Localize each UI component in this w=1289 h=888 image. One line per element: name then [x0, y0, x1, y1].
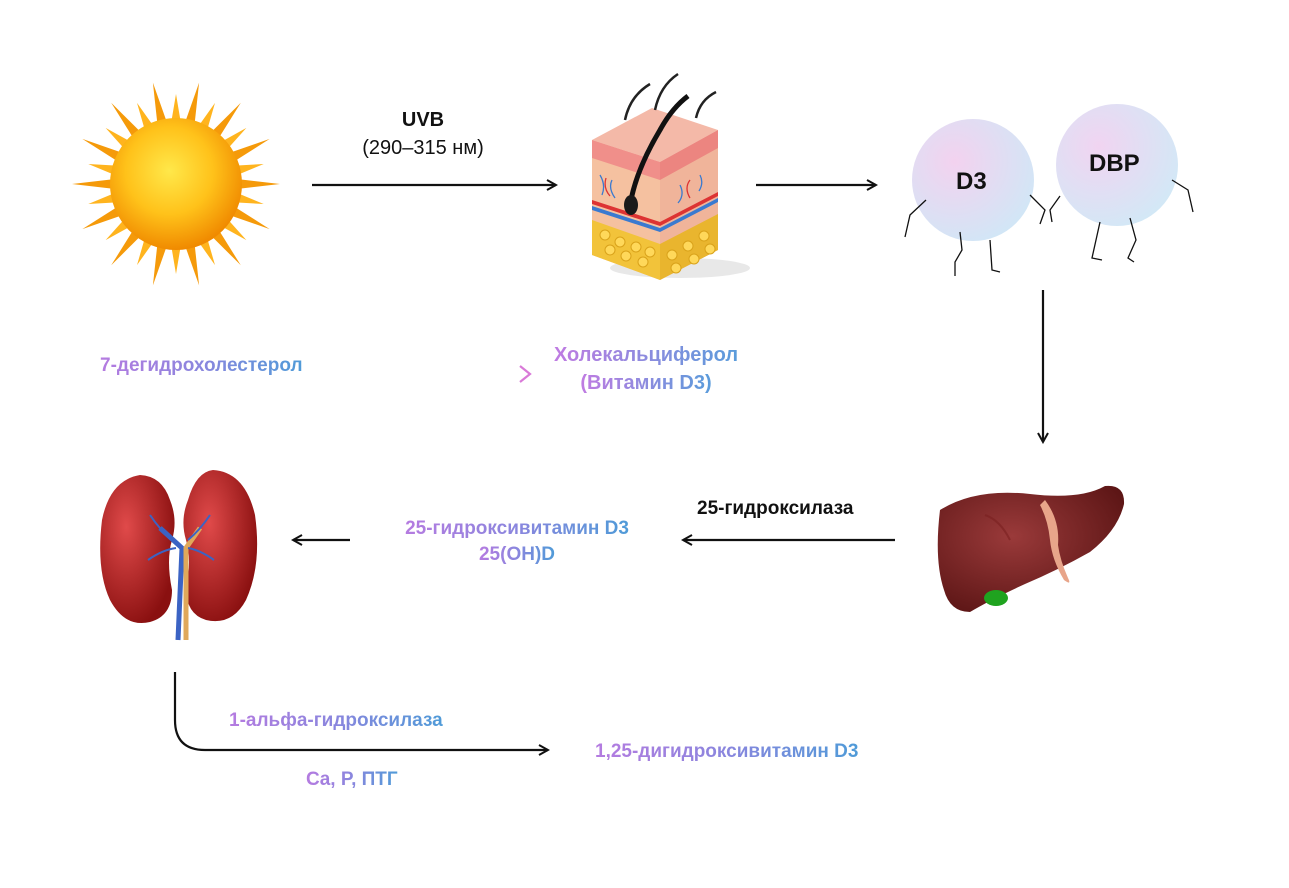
sun-ray	[227, 205, 270, 230]
liver-icon	[937, 485, 1125, 612]
conversion-to-line2: (Витамин D3)	[580, 372, 712, 394]
dbp-bubble	[1049, 104, 1194, 263]
sun-ray	[111, 227, 143, 266]
skin-icon	[592, 72, 750, 280]
liver-enzyme: 25-гидроксилаза	[697, 498, 854, 519]
uvb-title: UVB	[401, 109, 445, 131]
dbp-label: DBP	[1089, 150, 1140, 177]
conversion-arrowhead	[519, 365, 532, 383]
sun-ray	[184, 82, 200, 127]
sun-ray	[184, 241, 200, 286]
conversion-to-line1: Холекальциферол	[553, 344, 739, 366]
uvb-range: (290–315 нм)	[362, 137, 484, 159]
metabolite-line1: 25-гидроксивитамин D3	[405, 518, 629, 539]
sun-ray	[82, 205, 125, 230]
sun-ray	[209, 227, 241, 266]
sun-ray	[227, 138, 270, 163]
sun-ray	[152, 241, 168, 286]
kidney-icon	[100, 470, 258, 641]
sun-ray	[209, 102, 241, 141]
d3-label: D3	[956, 168, 987, 195]
sun-ray	[111, 102, 143, 141]
sun-ray	[170, 243, 182, 274]
conversion-from: 7-дегидрохолестерол	[100, 355, 303, 376]
sun-ray	[170, 94, 182, 125]
sun-ray	[72, 178, 117, 190]
metabolite-line2: 25(OH)D	[478, 544, 556, 565]
d3-bubble	[904, 119, 1046, 276]
final-product: 1,25-дигидроксивитамин D3	[595, 741, 859, 762]
kidney-enzyme: 1-альфа-гидроксилаза	[229, 710, 443, 731]
sun-icon	[72, 82, 280, 286]
activation-arrow	[173, 672, 548, 750]
regulators: Ca, P, ПТГ	[306, 769, 398, 790]
sun-ray	[235, 178, 280, 190]
sun-ray	[152, 82, 168, 127]
sun-ray	[82, 138, 125, 163]
